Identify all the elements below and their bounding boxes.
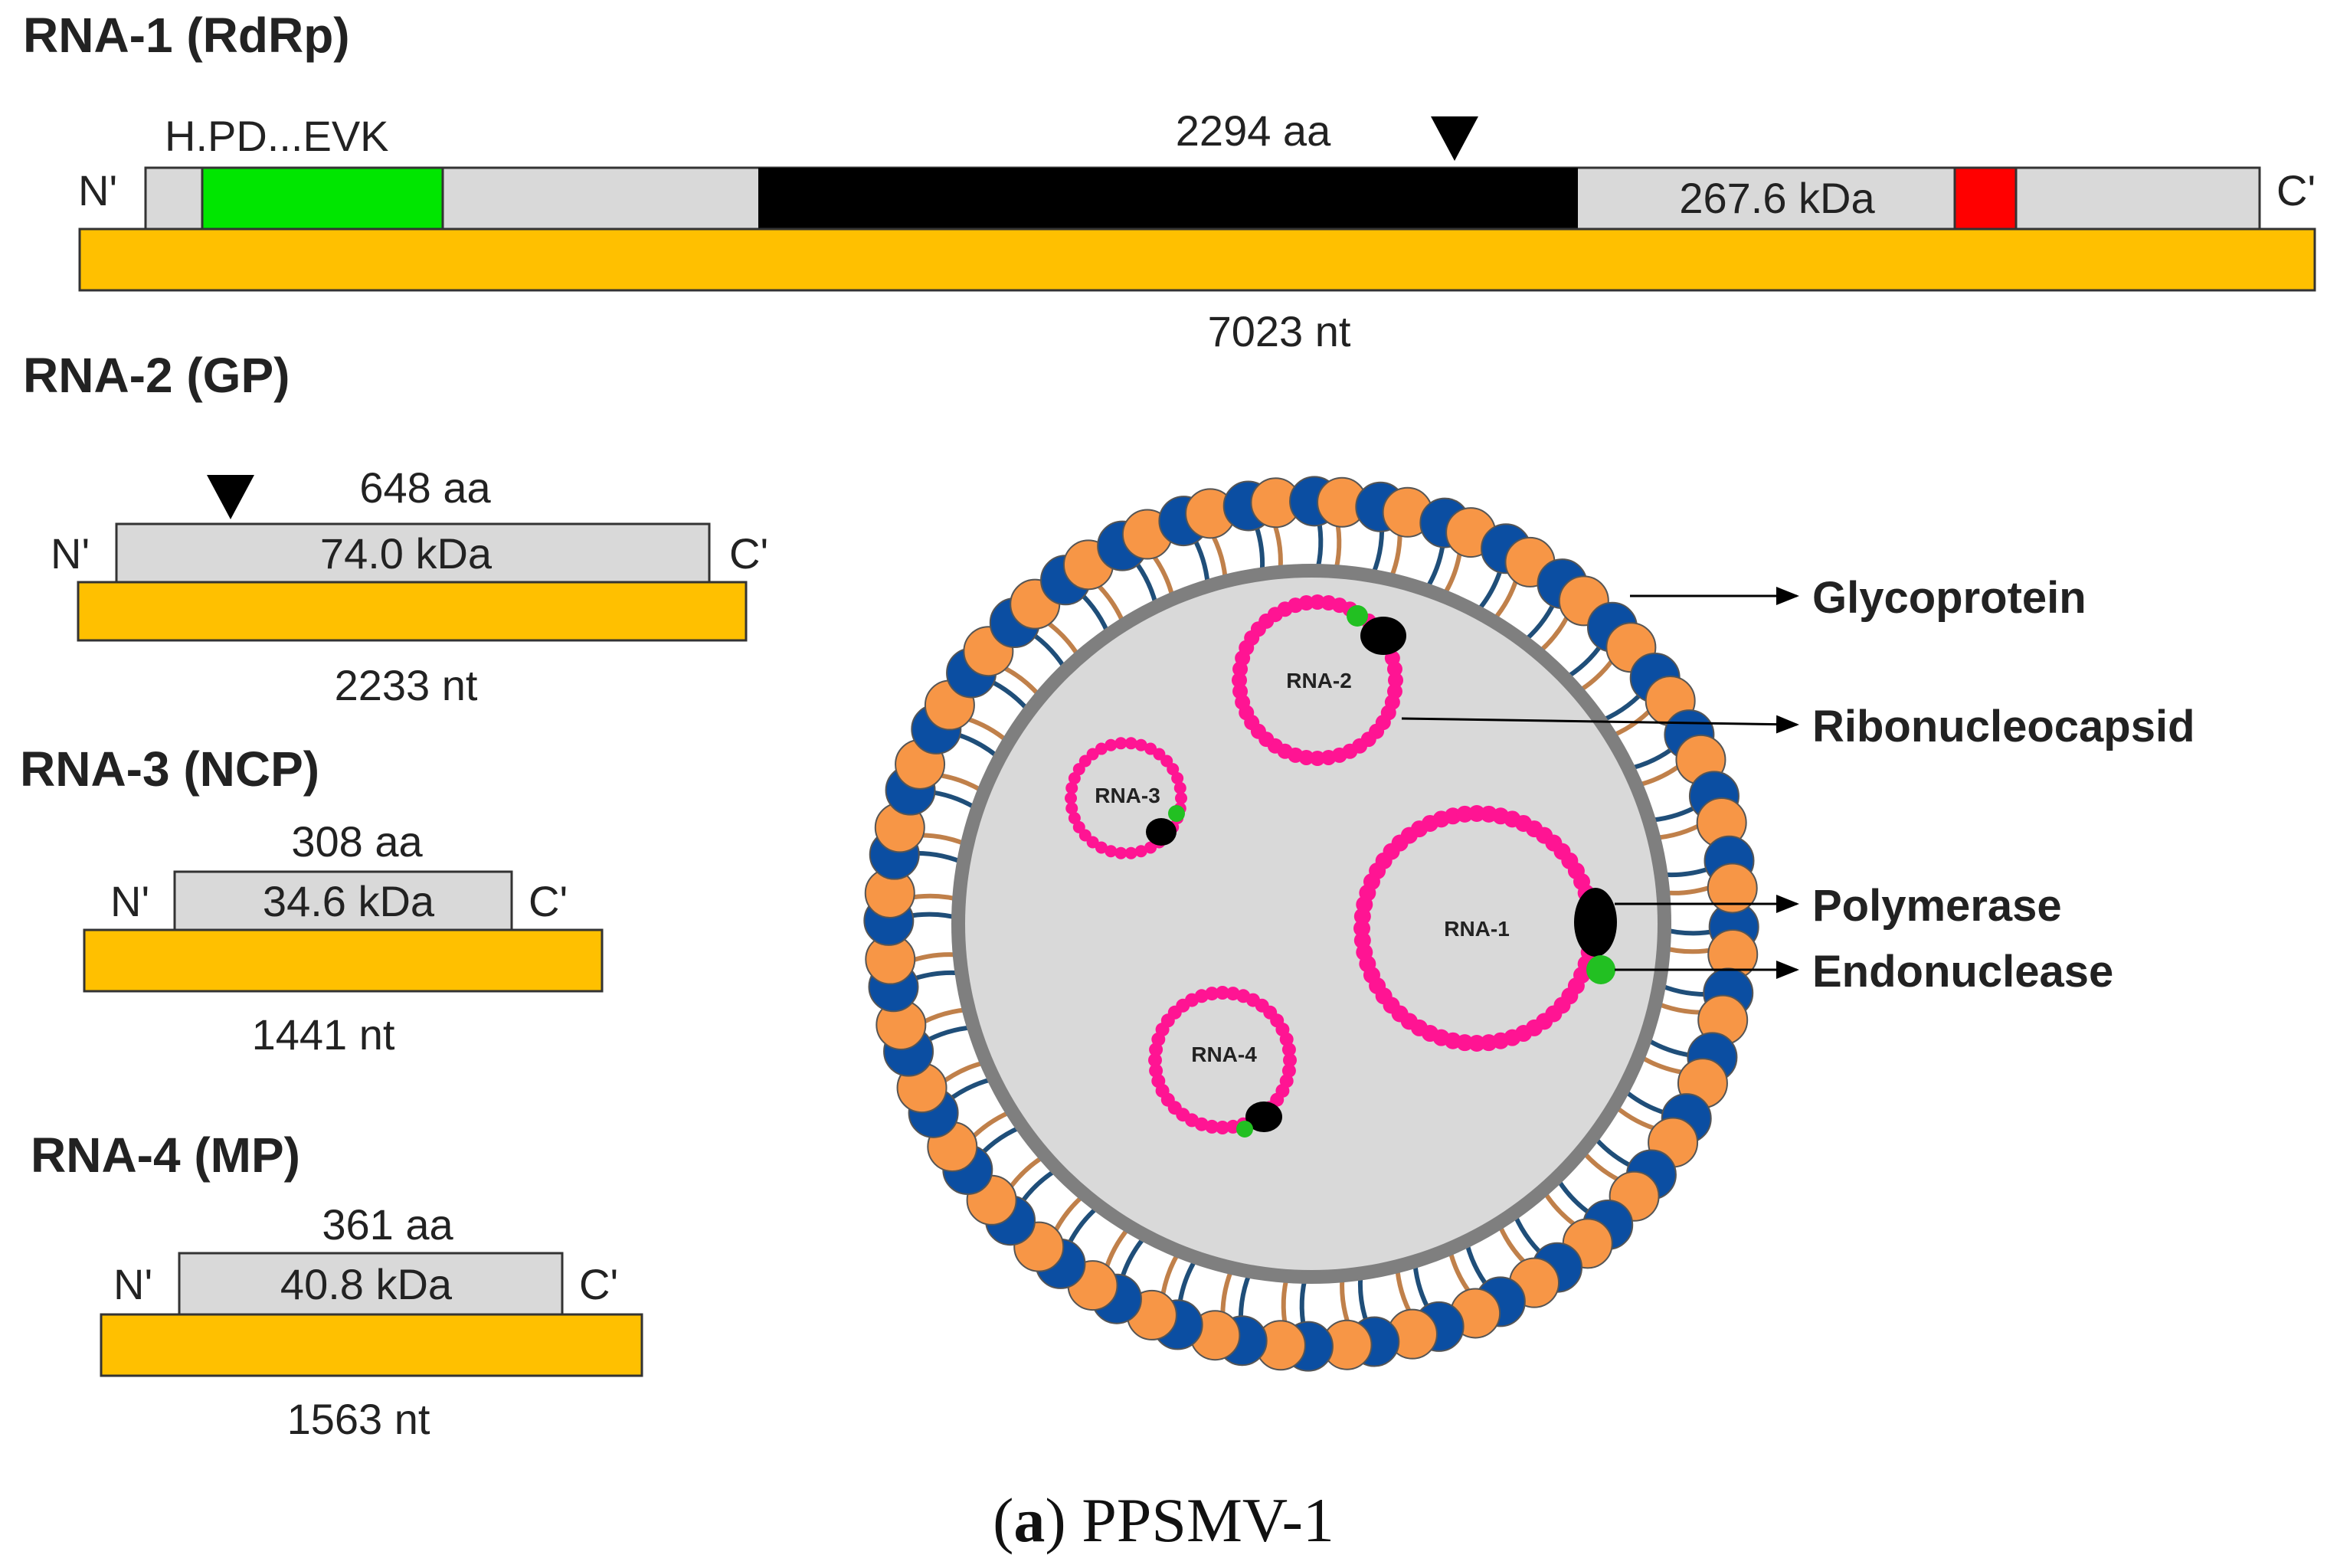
rna2-n-terminus: N' (51, 529, 90, 578)
rna4-segment: RNA-4 (MP) 361 aa N' 40.8 kDa C' 1563 nt (31, 1128, 643, 1443)
rna3-rna-bar (83, 928, 604, 993)
virion-particle: RNA-2 RNA-3 RNA-1 RNA-4 (863, 476, 1759, 1372)
rna2-protein-bar (115, 522, 711, 584)
glycoprotein-spike (1355, 481, 1433, 585)
caption-text: PPSMV-1 (1066, 1485, 1334, 1555)
glycoprotein-label: Glycoprotein (1812, 573, 2086, 623)
rna4-rna-bar (100, 1313, 643, 1377)
glycoprotein-spike (863, 867, 964, 946)
rna4-polymerase-blob (1245, 1102, 1282, 1132)
rna4-n-terminus: N' (113, 1260, 152, 1308)
rna2-cleavage-triangle (207, 475, 254, 519)
rna1-kda-label: 267.6 kDa (1679, 174, 1875, 222)
rna3-c-terminus: C' (529, 877, 568, 925)
rna3-nt-label: 1441 nt (252, 1010, 395, 1059)
rna3-ring-label: RNA-3 (1095, 784, 1160, 807)
rna2-segment: RNA-2 (GP) 648 aa N' 74.0 kDa C' 2233 nt (23, 348, 768, 709)
glycoprotein-spike (1158, 488, 1236, 591)
rna1-motif-domain (201, 166, 444, 231)
rna1-n-terminus: N' (78, 166, 117, 214)
rna4-endonuclease-blob (1236, 1121, 1253, 1138)
rna2-kda-label: 74.0 kDa (320, 529, 493, 578)
rna3-aa-label: 308 aa (291, 817, 423, 866)
rna1-polymerase-blob (1574, 888, 1617, 957)
rna4-kda-label: 40.8 kDa (280, 1260, 453, 1308)
rna4-title: RNA-4 (MP) (31, 1128, 300, 1183)
rna2-ring (1232, 594, 1403, 766)
rna1-title: RNA-1 (RdRp) (23, 8, 350, 63)
virion-core (965, 578, 1658, 1270)
glycoprotein-spike (1656, 835, 1758, 914)
glycoprotein-spike (865, 934, 967, 1013)
rna4-protein-bar (178, 1252, 564, 1316)
rna2-c-terminus: C' (729, 529, 768, 578)
rna4-nt-label: 1563 nt (287, 1395, 430, 1443)
rna1-ring (1353, 805, 1600, 1052)
glycoprotein-spikes (863, 476, 1759, 1372)
rna2-endonuclease-blob (1347, 605, 1368, 627)
rna2-title: RNA-2 (GP) (23, 348, 290, 403)
polymerase-label: Polymerase (1812, 881, 2062, 931)
rna3-title: RNA-3 (NCP) (20, 741, 319, 797)
rna1-red-domain (1953, 166, 2018, 231)
glycoprotein-spike (1222, 477, 1301, 579)
rna1-aa-label: 2294 aa (1176, 106, 1331, 155)
rna2-rna-bar (77, 581, 748, 642)
endonuclease-label: Endonuclease (1812, 947, 2113, 997)
ribonucleocapsid-arrow (1401, 715, 1799, 734)
rna4-aa-label: 361 aa (322, 1200, 453, 1249)
rna2-polymerase-blob (1360, 617, 1406, 655)
rna1-c-terminus: C' (2276, 166, 2316, 214)
rna1-ring-label: RNA-1 (1444, 917, 1510, 941)
rna1-endonuclease-blob (1586, 955, 1615, 984)
ribonucleocapsid-label: Ribonucleocapsid (1812, 702, 2195, 751)
rna1-motif-label: H.PD...EVK (165, 112, 389, 160)
rna2-nt-label: 2233 nt (335, 661, 478, 709)
glycoprotein-spike (1289, 476, 1368, 577)
virion-callouts: Glycoprotein Ribonucleocapsid Polymerase… (1401, 573, 2195, 997)
rna3-polymerase-blob (1146, 818, 1177, 846)
rna1-segment: RNA-1 (RdRp) H.PD...EVK 2294 aa N' 267.6… (23, 8, 2316, 355)
figure-caption: (a) PPSMV-1 (993, 1485, 1334, 1555)
rna3-kda-label: 34.6 kDa (263, 877, 435, 925)
glycoprotein-spike (1321, 1268, 1400, 1370)
rna4-ring-label: RNA-4 (1191, 1043, 1257, 1066)
rna1-rna-bar (78, 228, 2316, 292)
rna1-nt-label: 7023 nt (1208, 307, 1351, 355)
rna2-ring-label: RNA-2 (1286, 669, 1352, 692)
glycoprotein-spike (1255, 1271, 1334, 1372)
caption-letter: a (1013, 1485, 1045, 1555)
rna3-n-terminus: N' (110, 877, 149, 925)
glycoprotein-spike (1386, 1256, 1465, 1360)
rna4-c-terminus: C' (579, 1260, 618, 1308)
glycoprotein-spike (1658, 902, 1759, 980)
rna3-segment: RNA-3 (NCP) 308 aa N' 34.6 kDa C' 1441 n… (20, 741, 604, 1059)
rna1-cleavage-triangle (1431, 116, 1478, 161)
rna4-ring (1148, 986, 1297, 1134)
rna2-aa-label: 648 aa (359, 463, 491, 512)
rna3-endonuclease-blob (1168, 805, 1185, 822)
rna1-polymerase-domain (758, 168, 1578, 229)
